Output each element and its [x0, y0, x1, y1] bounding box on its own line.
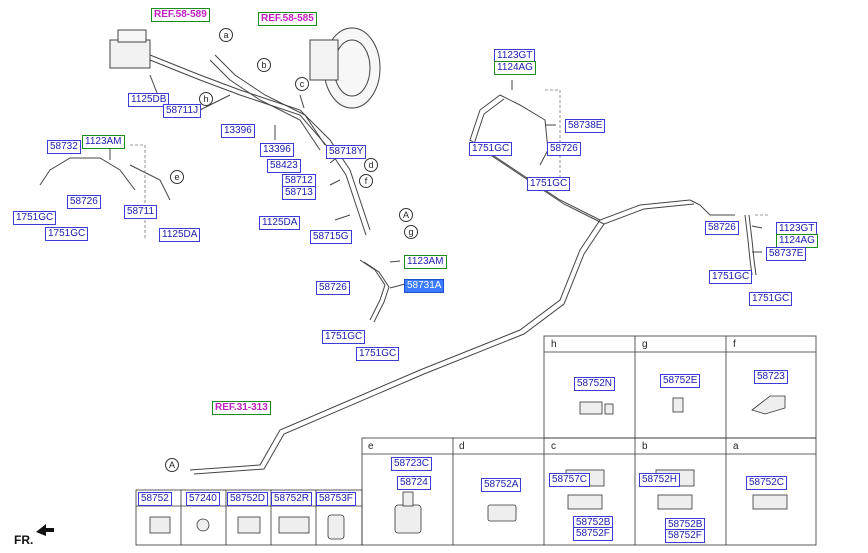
- callout-c-circle: c: [295, 77, 309, 91]
- part-label-13396-b[interactable]: 13396: [260, 143, 294, 157]
- part-label-1751GC-left-1[interactable]: 1751GC: [13, 211, 57, 225]
- table-tag-g: g: [642, 339, 648, 350]
- part-label-58723[interactable]: 58723: [754, 370, 788, 384]
- table-tag-h: h: [551, 339, 557, 350]
- callout-a-circle: a: [219, 28, 233, 42]
- table-tag-c: c: [551, 441, 556, 452]
- part-label-58752A[interactable]: 58752A: [481, 478, 522, 492]
- part-label-58732[interactable]: 58732: [47, 140, 81, 154]
- part-label-1124AG-top[interactable]: 1124AG: [494, 61, 536, 75]
- part-label-13396-a[interactable]: 13396: [221, 124, 255, 138]
- table-tag-a: a: [733, 441, 739, 452]
- part-label-58423[interactable]: 58423: [267, 159, 301, 173]
- table-tag-d: d: [459, 441, 465, 452]
- part-label-58713[interactable]: 58713: [282, 186, 316, 200]
- ref-58-589-label[interactable]: REF.58-589: [151, 8, 210, 22]
- part-label-58715G[interactable]: 58715G: [310, 230, 352, 244]
- part-label-58752F-c[interactable]: 58752F: [573, 527, 613, 541]
- part-label-58718Y[interactable]: 58718Y: [326, 145, 367, 159]
- part-label-58737E[interactable]: 58737E: [766, 247, 807, 261]
- part-label-1751GC-right-2[interactable]: 1751GC: [749, 292, 793, 306]
- callout-b-circle: b: [257, 58, 271, 72]
- part-label-58726-right[interactable]: 58726: [705, 221, 739, 235]
- ref-58-585-label[interactable]: REF.58-585: [258, 12, 317, 26]
- part-label-58723C[interactable]: 58723C: [391, 457, 433, 471]
- part-label-58752F-b[interactable]: 58752F: [665, 529, 705, 543]
- part-label-58731A[interactable]: 58731A: [404, 279, 445, 293]
- callout-g-circle: g: [404, 225, 418, 239]
- part-label-58752[interactable]: 58752: [138, 492, 172, 506]
- part-label-1125DB[interactable]: 1125DB: [128, 93, 170, 107]
- part-label-58752C[interactable]: 58752C: [746, 476, 788, 490]
- part-label-58726-top[interactable]: 58726: [547, 142, 581, 156]
- part-label-58752H[interactable]: 58752H: [639, 473, 681, 487]
- part-label-58752E[interactable]: 58752E: [660, 374, 701, 388]
- part-label-1751GC-top-1[interactable]: 1751GC: [469, 142, 513, 156]
- callout-f-circle: f: [359, 174, 373, 188]
- part-label-1123AM-mid[interactable]: 1123AM: [404, 255, 447, 269]
- part-label-58711J[interactable]: 58711J: [163, 104, 202, 118]
- part-label-1751GC-top-2[interactable]: 1751GC: [527, 177, 571, 191]
- part-label-1125DA-left[interactable]: 1125DA: [159, 228, 201, 242]
- part-label-58752R[interactable]: 58752R: [271, 492, 313, 506]
- callout-d-circle: d: [364, 158, 378, 172]
- callout-h-circle: h: [199, 92, 213, 106]
- part-label-1124AG-right[interactable]: 1124AG: [776, 234, 818, 248]
- part-label-57240[interactable]: 57240: [186, 492, 220, 506]
- part-label-58752N[interactable]: 58752N: [574, 377, 616, 391]
- part-label-1125DA-mid[interactable]: 1125DA: [259, 216, 301, 230]
- part-label-58753F[interactable]: 58753F: [316, 492, 356, 506]
- part-label-58724[interactable]: 58724: [397, 476, 431, 490]
- part-label-58726-left[interactable]: 58726: [67, 195, 101, 209]
- part-label-1751GC-right-1[interactable]: 1751GC: [709, 270, 753, 284]
- callout-e-circle: e: [170, 170, 184, 184]
- table-tag-f: f: [733, 339, 736, 350]
- front-direction-label: FR.: [14, 533, 34, 547]
- part-label-58711[interactable]: 58711: [124, 205, 158, 219]
- part-label-58738E[interactable]: 58738E: [565, 119, 606, 133]
- callout-A-circle: A: [399, 208, 413, 222]
- part-label-1751GC-left-2[interactable]: 1751GC: [45, 227, 89, 241]
- part-label-58726-mid[interactable]: 58726: [316, 281, 350, 295]
- part-label-58752D[interactable]: 58752D: [227, 492, 269, 506]
- ref-31-313-label[interactable]: REF.31-313: [212, 401, 271, 415]
- table-tag-b: b: [642, 441, 648, 452]
- part-label-1751GC-mid-1[interactable]: 1751GC: [322, 330, 366, 344]
- part-label-58757C[interactable]: 58757C: [549, 473, 591, 487]
- part-label-1751GC-mid-2[interactable]: 1751GC: [356, 347, 400, 361]
- table-tag-e: e: [368, 441, 374, 452]
- callout-A2-circle: A: [165, 458, 179, 472]
- part-label-1123AM-left[interactable]: 1123AM: [82, 135, 125, 149]
